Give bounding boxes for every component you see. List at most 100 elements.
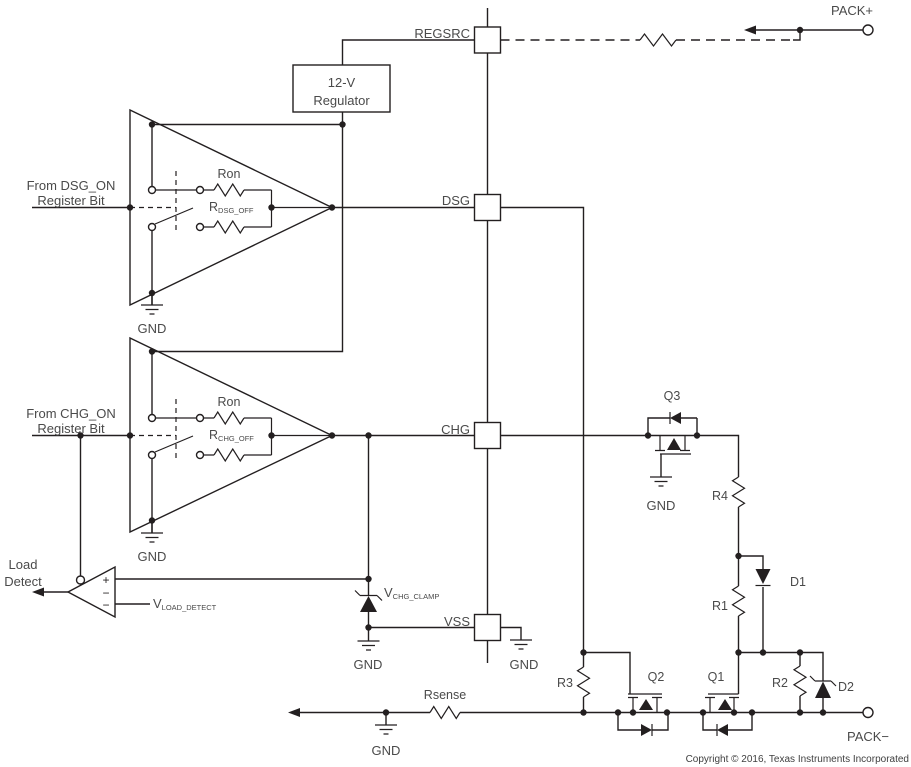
regulator-label-line1: 12-V bbox=[328, 75, 356, 90]
clamp-gnd-symbol bbox=[357, 640, 380, 651]
load-detect-arrow-icon bbox=[32, 587, 44, 597]
clamp-zener-triangle bbox=[360, 596, 377, 612]
dsg-pin-box bbox=[473, 193, 502, 222]
gate-node-wire bbox=[738, 651, 824, 681]
r4-resistor bbox=[731, 476, 746, 508]
q1-label: Q1 bbox=[708, 670, 725, 684]
dsg-roff-resistor bbox=[213, 219, 245, 235]
rail-gnd-label: GND bbox=[372, 743, 401, 758]
regulator-label-line2: Regulator bbox=[313, 93, 370, 108]
d2-triangle bbox=[815, 681, 831, 698]
q1-body-diode bbox=[717, 724, 728, 736]
d2-zener bbox=[809, 675, 837, 698]
d1-top-wire bbox=[738, 555, 764, 569]
q2-body-diode-loop bbox=[617, 712, 669, 731]
chg-pin-box bbox=[473, 421, 502, 450]
q2-label: Q2 bbox=[648, 670, 665, 684]
chg-ron-label: Ron bbox=[218, 395, 241, 409]
chg-switch-contact-upper bbox=[147, 413, 157, 423]
d2-bar bbox=[809, 675, 837, 687]
q2-gate-wire bbox=[583, 651, 631, 694]
rsense-resistor bbox=[429, 705, 461, 720]
r2-label: R2 bbox=[772, 676, 788, 690]
vss-pin-box bbox=[473, 613, 502, 642]
r2-resistor bbox=[792, 665, 808, 697]
r3-label: R3 bbox=[557, 676, 573, 690]
packplus-arrow-icon bbox=[744, 25, 756, 35]
dsg-ron-contact bbox=[195, 185, 205, 195]
dsg-on-input-label-line1: From DSG_ON bbox=[27, 178, 116, 193]
wires bbox=[32, 8, 863, 725]
packplus-label: PACK+ bbox=[831, 3, 873, 18]
vss-gnd-symbol bbox=[510, 639, 532, 650]
q3-label: Q3 bbox=[664, 389, 681, 403]
r1-label: R1 bbox=[712, 599, 728, 613]
d1-label: D1 bbox=[790, 575, 806, 589]
vload-detect-label: VLOAD_DETECT bbox=[153, 596, 217, 612]
clamp-zener-bar bbox=[354, 590, 383, 601]
rsense-label: Rsense bbox=[424, 688, 466, 702]
chg-on-input-label-line2: Register Bit bbox=[37, 421, 105, 436]
q3-source-drain-legs bbox=[655, 435, 690, 452]
dsg-gate-wire bbox=[500, 206, 585, 653]
comparator-minus-sign-2: − bbox=[102, 598, 109, 612]
chg-roff-resistor bbox=[213, 447, 245, 463]
regsrc-pin-box bbox=[473, 26, 502, 54]
clamp-gnd-label: GND bbox=[354, 657, 383, 672]
chg-ron-contact bbox=[195, 413, 205, 423]
chg-roff-label: RCHG_OFF bbox=[209, 428, 254, 443]
q3-gnd-symbol bbox=[650, 476, 672, 487]
dsg-roff-contact bbox=[195, 222, 205, 232]
d1-triangle bbox=[755, 569, 771, 584]
dsg-on-input-label-line2: Register Bit bbox=[37, 193, 105, 208]
r1-resistor bbox=[731, 585, 746, 617]
load-detect-label-line2: Detect bbox=[4, 574, 42, 589]
rail-arrow-icon bbox=[288, 708, 300, 717]
q3-gnd-label: GND bbox=[647, 498, 676, 513]
chg-on-input-label-line1: From CHG_ON bbox=[26, 406, 116, 421]
chg-resistor-bracket bbox=[203, 417, 273, 456]
regsrc-bend-wire bbox=[793, 30, 801, 41]
chg-roff-contact bbox=[195, 450, 205, 460]
dsg-ron-label: Ron bbox=[218, 167, 241, 181]
dsg-ron-resistor bbox=[213, 182, 245, 198]
dsg-gnd-symbol bbox=[141, 304, 163, 315]
comparator-plus-sign: + bbox=[102, 573, 109, 587]
regulator-block bbox=[292, 64, 391, 113]
r3-resistor bbox=[576, 666, 591, 698]
q3-mosfet bbox=[647, 412, 698, 487]
packminus-label: PACK− bbox=[847, 729, 889, 744]
resistors bbox=[213, 33, 808, 720]
rail-gnd-symbol bbox=[375, 724, 397, 735]
d1-diode bbox=[755, 569, 771, 587]
packplus-terminal bbox=[862, 24, 874, 36]
r4-label: R4 bbox=[712, 489, 728, 503]
comparator-triangle bbox=[66, 565, 116, 619]
regulator-feed-wire bbox=[152, 112, 344, 353]
q2-source-drain-legs bbox=[628, 696, 662, 713]
q1-body-diode-loop bbox=[702, 712, 753, 731]
chg-gnd-symbol bbox=[141, 532, 163, 543]
d2-label: D2 bbox=[838, 680, 854, 694]
comparator-input-contact bbox=[75, 575, 86, 585]
regsrc-series-resistor bbox=[639, 33, 677, 47]
q2-substrate-arrow bbox=[639, 699, 653, 710]
chg-switch-contact-lower bbox=[147, 450, 157, 460]
regsrc-pin-label: REGSRC bbox=[414, 26, 470, 41]
chg-pin-label: CHG bbox=[441, 422, 470, 437]
q3-substrate-arrow bbox=[667, 438, 681, 450]
q1-mosfet bbox=[702, 693, 753, 736]
comparator-minus-sign-1: − bbox=[102, 586, 109, 600]
dsg-roff-label: RDSG_OFF bbox=[209, 200, 254, 215]
chg-gnd-label: GND bbox=[138, 549, 167, 564]
q1-source-drain-legs bbox=[705, 696, 739, 713]
vss-gnd-wire bbox=[500, 626, 522, 640]
vss-pin-label: VSS bbox=[444, 614, 470, 629]
load-detect-label-line1: Load bbox=[9, 557, 38, 572]
load-detect-comparator: + − − bbox=[32, 565, 116, 619]
chg-switch-arm bbox=[154, 435, 194, 453]
dsg-gnd-label: GND bbox=[138, 321, 167, 336]
junction-dots bbox=[77, 26, 827, 716]
copyright-text: Copyright © 2016, Texas Instruments Inco… bbox=[686, 754, 909, 765]
vchg-clamp-label: VCHG_CLAMP bbox=[384, 585, 439, 601]
